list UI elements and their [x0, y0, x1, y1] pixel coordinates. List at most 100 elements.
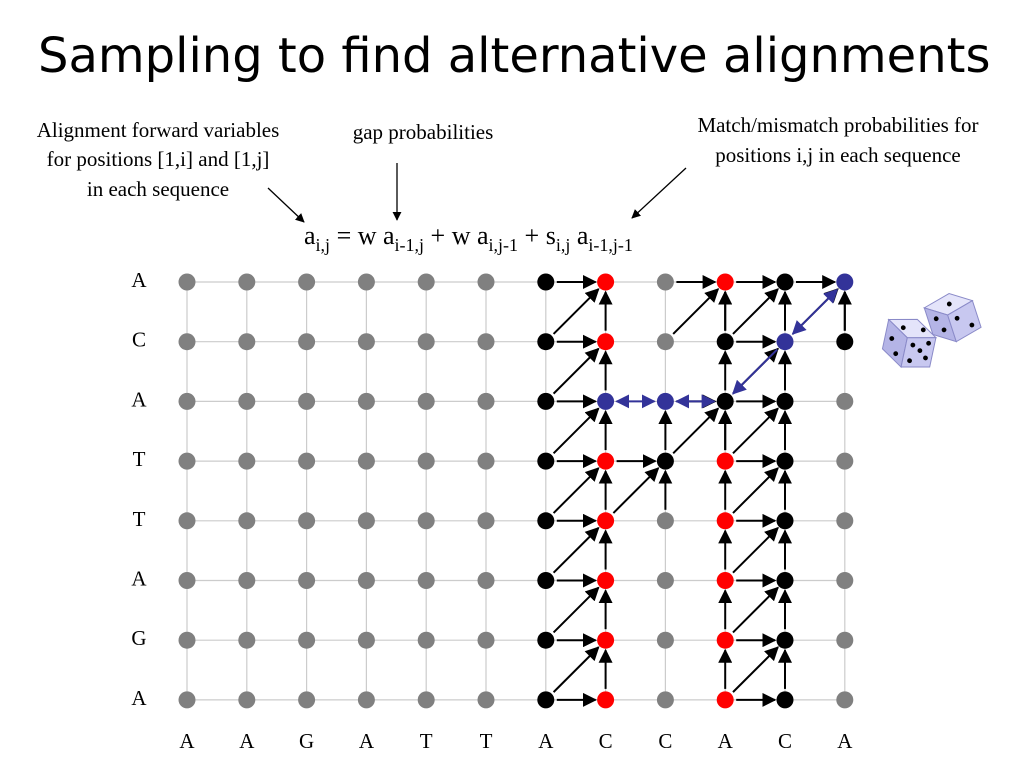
sequence-y-label: T [133, 447, 146, 471]
lattice-node [836, 631, 854, 649]
computed-node [537, 452, 555, 470]
lattice-node [178, 333, 196, 351]
lattice-node [836, 392, 854, 410]
lattice-node [836, 572, 854, 589]
lattice-node [178, 452, 196, 470]
lattice-node [298, 572, 316, 589]
lattice-node [357, 452, 375, 470]
lattice-node [656, 572, 674, 589]
sequence-x-label: A [359, 729, 375, 753]
diagonal-arrow [552, 526, 600, 574]
lattice-node [477, 333, 495, 351]
sequence-x-label: T [480, 729, 493, 753]
match-node [597, 333, 615, 351]
computed-node [656, 452, 674, 470]
sequence-y-label: A [131, 567, 147, 591]
lattice-node [238, 273, 256, 291]
sequence-x-label: C [778, 729, 792, 753]
sequence-y-label: A [131, 268, 147, 292]
lattice-node [477, 631, 495, 649]
slide-title: Sampling to find alternative alignments [38, 28, 990, 84]
lattice-node [656, 273, 674, 291]
sequence-x-label: T [420, 729, 433, 753]
sequence-x-label: C [658, 729, 672, 753]
forward-vars-pointer [267, 187, 305, 223]
sequence-x-label: C [599, 729, 613, 753]
match-node [716, 273, 734, 291]
match-node [597, 452, 615, 470]
lattice-node [357, 273, 375, 291]
forward-vars-line-3: in each sequence [87, 177, 229, 201]
lattice-node [238, 691, 256, 709]
formula-term2-sub: i,j-1 [489, 235, 519, 255]
sequence-y-label: G [131, 626, 146, 650]
computed-node [776, 691, 794, 709]
sequence-y-label: C [132, 328, 146, 352]
diagonal-arrow [672, 288, 720, 335]
computed-node [776, 572, 794, 589]
diagonal-arrow [732, 646, 779, 693]
dice-icon [881, 292, 982, 369]
lattice-node [178, 631, 196, 649]
diagonal-arrow [552, 407, 600, 455]
lattice-node [238, 512, 256, 530]
formula-term3-sub: i-1,j-1 [588, 235, 633, 255]
computed-node [716, 392, 734, 410]
match-node [716, 572, 734, 589]
sampled-path-node [656, 392, 674, 410]
sequence-x-label: A [239, 729, 255, 753]
lattice-node [178, 572, 196, 589]
lattice-grid-lines [186, 281, 846, 701]
lattice-node [298, 392, 316, 410]
lattice-node [298, 452, 316, 470]
lattice-node [298, 631, 316, 649]
computed-node [537, 392, 555, 410]
lattice-node [836, 512, 854, 530]
match-probs-line-1: Match/mismatch probabilities for [697, 113, 978, 137]
sequence-x-label: A [179, 729, 195, 753]
lattice-node [178, 273, 196, 291]
lattice-node [417, 273, 435, 291]
formula-term2: + w a [424, 221, 489, 250]
computed-node [537, 691, 555, 709]
sequence-y-label: A [131, 686, 147, 710]
formula-term3-a: a [570, 221, 589, 250]
lattice-node [417, 452, 435, 470]
diagonal-arrow [732, 288, 779, 335]
lattice-node [417, 572, 435, 589]
match-node [597, 572, 615, 589]
diagonal-arrow [552, 646, 600, 693]
computed-node [716, 333, 734, 351]
lattice-node [836, 691, 854, 709]
lattice-node [477, 392, 495, 410]
computed-node [537, 512, 555, 530]
lattice-node [238, 631, 256, 649]
diagonal-arrow [732, 407, 779, 455]
diagonal-arrow [552, 467, 600, 514]
match-node [716, 512, 734, 530]
formula-term3-s: + s [518, 221, 556, 250]
sequence-y-label: A [131, 387, 147, 411]
forward-vars-line-1: Alignment forward variables [37, 118, 280, 142]
sampled-path-node [836, 273, 854, 291]
diagonal-arrow [732, 526, 779, 574]
forward-variables-annotation: Alignment forward variables for position… [37, 118, 280, 201]
lattice-node [357, 691, 375, 709]
lattice-node [178, 392, 196, 410]
match-node [597, 512, 615, 530]
computed-node [776, 631, 794, 649]
computed-node [836, 333, 854, 351]
diagonal-arrow [552, 288, 600, 335]
match-probs-line-2: positions i,j in each sequence [715, 143, 961, 167]
lattice-arrows [552, 275, 852, 707]
sequence-x-label: A [538, 729, 554, 753]
match-node [597, 273, 615, 291]
lattice-node [477, 691, 495, 709]
lattice-node [656, 512, 674, 530]
lattice-node [477, 452, 495, 470]
lattice-node [238, 392, 256, 410]
lattice-node [298, 333, 316, 351]
